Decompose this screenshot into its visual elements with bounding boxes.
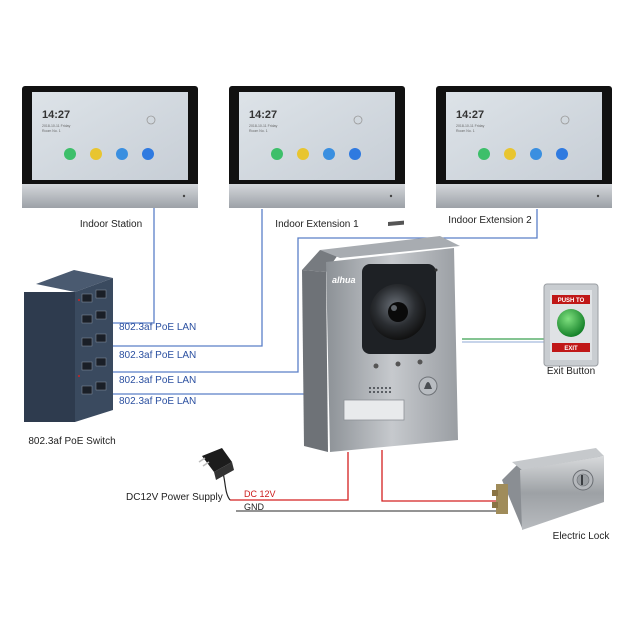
dc12v-wire-label: DC 12V — [244, 489, 276, 499]
phone-icon — [478, 148, 490, 160]
monitor-room: Room No. 1 — [456, 129, 475, 133]
phone-icon — [64, 148, 76, 160]
monitor-indoor-extension-2: 14:27 2018-10-11 Friday Room No. 1 Indoo… — [436, 86, 612, 226]
speaker-grille — [369, 387, 391, 393]
settings-icon — [142, 148, 154, 160]
weather-icon — [146, 115, 156, 125]
wire-dc12v — [230, 452, 349, 501]
lan-label-1: 802.3af PoE LAN — [119, 322, 196, 333]
monitor-date: 2018-10-11 Friday — [42, 124, 71, 128]
gnd-wire-label: GND — [244, 502, 265, 512]
push-button-icon — [557, 309, 585, 337]
wire-lock-dc — [381, 450, 502, 502]
monitor-time: 14:27 — [456, 109, 484, 121]
electric-lock: Electric Lock — [492, 448, 610, 542]
monitor-date: 2018-10-11 Friday — [249, 124, 278, 128]
camera-icon — [116, 148, 128, 160]
exit-button-label: Exit Button — [547, 366, 595, 377]
indoor-station-label: Indoor Station — [80, 219, 142, 230]
electric-lock-label: Electric Lock — [553, 531, 611, 542]
indoor-extension-1-label: Indoor Extension 1 — [275, 219, 359, 230]
switch-ports — [81, 289, 107, 395]
settings-icon — [556, 148, 568, 160]
monitor-room: Room No. 1 — [249, 129, 268, 133]
indoor-extension-2-label: Indoor Extension 2 — [448, 215, 532, 226]
power-wires — [221, 450, 502, 512]
weather-icon — [560, 115, 570, 125]
camera-icon — [323, 148, 335, 160]
poe-switch-label: 802.3af PoE Switch — [28, 436, 115, 447]
weather-icon — [353, 115, 363, 125]
exit-button-bottom-text: EXIT — [564, 346, 578, 352]
exit-button-top-text: PUSH TO — [558, 298, 585, 304]
message-icon — [297, 148, 309, 160]
door-station-brand: alhua — [332, 275, 356, 285]
wire-indoor-extension-2 — [101, 209, 538, 373]
monitor-room: Room No. 1 — [42, 129, 61, 133]
monitor-time: 14:27 — [249, 109, 277, 121]
monitor-date: 2018-10-11 Friday — [456, 124, 485, 128]
message-icon — [504, 148, 516, 160]
monitor-indoor-extension-1: 14:27 2018-10-11 Friday Room No. 1 Indoo… — [229, 86, 405, 230]
name-plate — [343, 399, 405, 421]
bell-icon — [424, 382, 432, 389]
wire-indoor-extension-1 — [101, 209, 263, 347]
lan-label-3: 802.3af PoE LAN — [119, 375, 196, 386]
camera-icon — [530, 148, 542, 160]
exit-button: PUSH TO EXIT Exit Button — [543, 283, 599, 377]
power-supply-label: DC12V Power Supply — [126, 492, 223, 503]
wire-indoor-station — [101, 207, 155, 324]
message-icon — [90, 148, 102, 160]
poe-switch: 802.3af PoE Switch — [24, 270, 116, 447]
door-station: alhua — [302, 220, 460, 452]
monitor-indoor-station: 14:27 2018-10-11 Friday Room No. 1 Indoo… — [22, 86, 198, 230]
monitor-time: 14:27 — [42, 109, 70, 121]
phone-icon — [271, 148, 283, 160]
lan-label-2: 802.3af PoE LAN — [119, 350, 196, 361]
power-supply-adapter-icon — [198, 448, 234, 480]
lan-label-4: 802.3af PoE LAN — [119, 396, 196, 407]
settings-icon — [349, 148, 361, 160]
lan-wires — [101, 207, 538, 395]
